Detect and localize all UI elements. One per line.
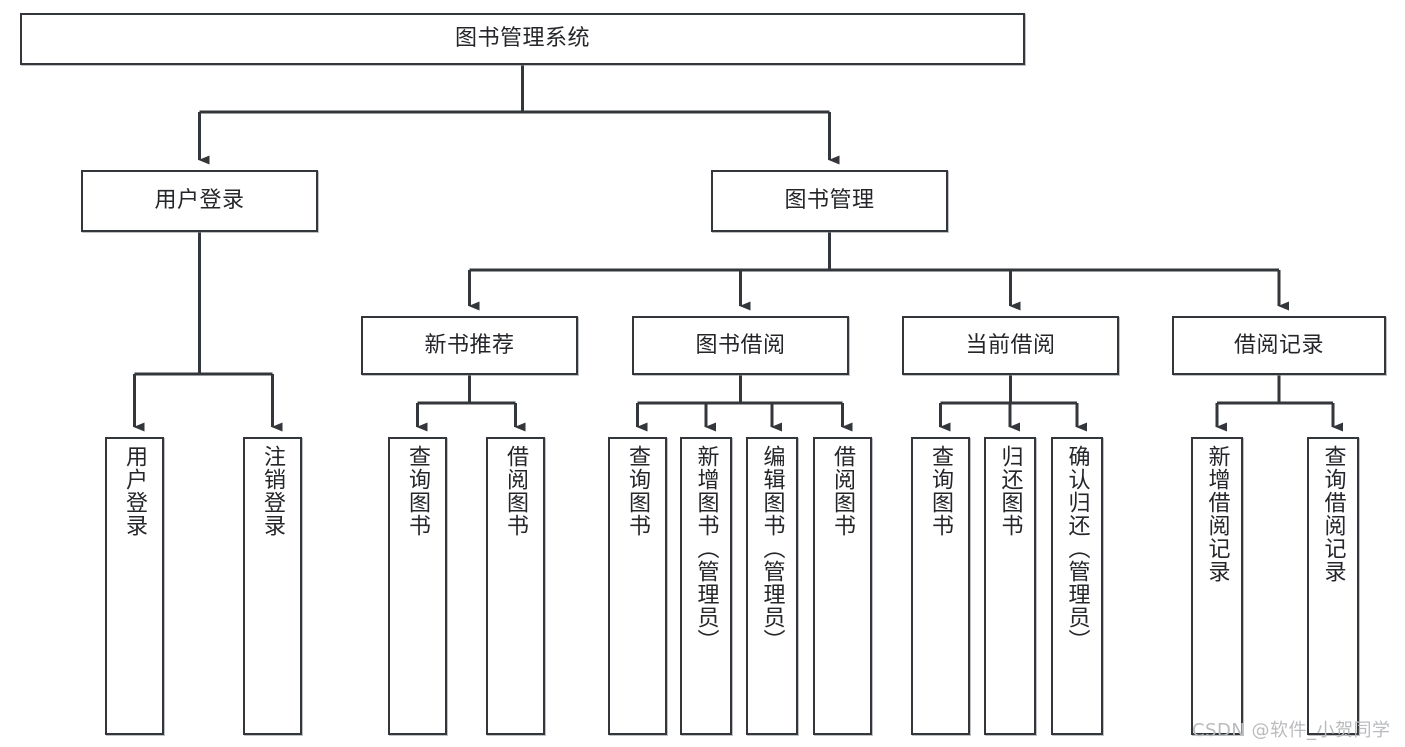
node-label-login: 用户登录 xyxy=(154,188,245,214)
node-leaf-cur-confirm[interactable]: 确认归还（管理员） xyxy=(1051,437,1103,735)
node-label-leaf-cur-return: 归还图书 xyxy=(997,445,1023,537)
node-label-leaf-cur-query: 查询图书 xyxy=(928,445,954,537)
node-newbook[interactable]: 新书推荐 xyxy=(361,316,578,375)
node-root[interactable]: 图书管理系统 xyxy=(20,13,1025,65)
node-leaf-br-edit[interactable]: 编辑图书（管理员） xyxy=(746,437,798,735)
node-leaf-cur-return[interactable]: 归还图书 xyxy=(984,437,1036,735)
node-borrow[interactable]: 图书借阅 xyxy=(632,316,849,375)
node-label-leaf-new-query: 查询图书 xyxy=(405,445,431,537)
node-leaf-br-query[interactable]: 查询图书 xyxy=(608,437,667,735)
node-leaf-br-borrow[interactable]: 借阅图书 xyxy=(813,437,872,735)
node-leaf-user-logout[interactable]: 注销登录 xyxy=(243,437,302,735)
node-leaf-user-login[interactable]: 用户登录 xyxy=(105,437,164,735)
node-leaf-br-add[interactable]: 新增图书（管理员） xyxy=(680,437,732,735)
node-label-current: 当前借阅 xyxy=(965,332,1056,358)
node-label-leaf-br-borrow: 借阅图书 xyxy=(830,445,856,537)
node-label-records: 借阅记录 xyxy=(1233,332,1324,358)
node-leaf-new-borrow[interactable]: 借阅图书 xyxy=(486,437,545,735)
node-label-leaf-user-logout: 注销登录 xyxy=(260,445,286,537)
node-label-borrow: 图书借阅 xyxy=(695,332,786,358)
node-leaf-cur-query[interactable]: 查询图书 xyxy=(911,437,970,735)
node-records[interactable]: 借阅记录 xyxy=(1172,316,1386,375)
node-label-leaf-cur-confirm: 确认归还（管理员） xyxy=(1064,445,1090,652)
node-label-leaf-rec-query: 查询借阅记录 xyxy=(1320,445,1346,583)
node-label-root: 图书管理系统 xyxy=(454,26,590,52)
node-label-leaf-br-query: 查询图书 xyxy=(625,445,651,537)
node-label-newbook: 新书推荐 xyxy=(424,332,515,358)
node-label-bookmgmt: 图书管理 xyxy=(784,188,875,214)
node-label-leaf-user-login: 用户登录 xyxy=(122,445,148,537)
node-label-leaf-rec-add: 新增借阅记录 xyxy=(1204,445,1230,583)
node-login[interactable]: 用户登录 xyxy=(81,170,318,232)
node-label-leaf-br-add: 新增图书（管理员） xyxy=(693,445,719,652)
node-label-leaf-new-borrow: 借阅图书 xyxy=(503,445,529,537)
node-label-leaf-br-edit: 编辑图书（管理员） xyxy=(759,445,785,652)
connector-group xyxy=(133,65,1343,432)
node-leaf-new-query[interactable]: 查询图书 xyxy=(388,437,447,735)
node-leaf-rec-query[interactable]: 查询借阅记录 xyxy=(1307,437,1359,735)
node-bookmgmt[interactable]: 图书管理 xyxy=(711,170,948,232)
node-leaf-rec-add[interactable]: 新增借阅记录 xyxy=(1191,437,1243,735)
node-current[interactable]: 当前借阅 xyxy=(902,316,1119,375)
